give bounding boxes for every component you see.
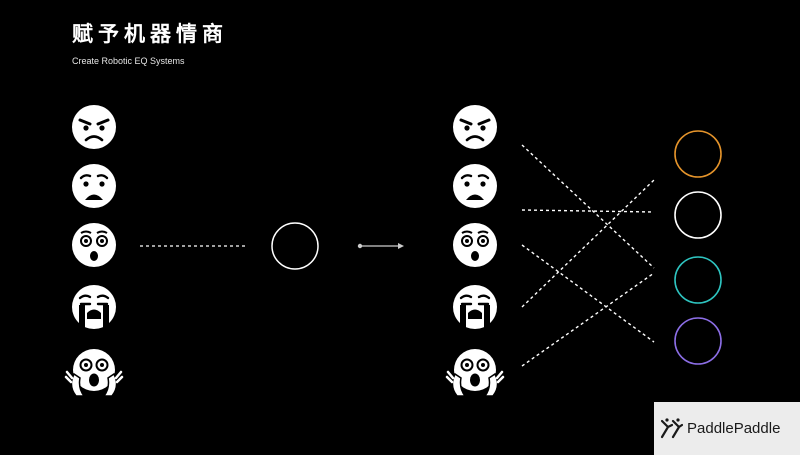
- central-node-circle: [271, 222, 319, 270]
- mapping-line: [521, 272, 655, 367]
- output-circle-orange: [674, 130, 722, 178]
- surprised-face-icon: [71, 222, 117, 268]
- screaming-face-icon-output: [445, 347, 505, 398]
- paddlepaddle-logo-icon: [660, 417, 683, 438]
- mapping-lines: [521, 144, 655, 367]
- screaming-face-icon: [64, 347, 124, 398]
- page-subtitle: Create Robotic EQ Systems: [72, 56, 185, 66]
- angry-face-icon-output: [451, 103, 499, 151]
- mapping-line: [521, 179, 655, 308]
- output-circle-purple: [674, 317, 722, 365]
- mapping-line: [521, 244, 655, 343]
- worried-face-icon-output: [451, 162, 499, 210]
- crying-face-icon: [70, 283, 118, 331]
- page-title: 赋予机器情商: [72, 22, 228, 46]
- mapping-line: [521, 144, 655, 269]
- mapping-line: [521, 209, 655, 213]
- worried-face-icon: [70, 162, 118, 210]
- output-circle-white: [674, 191, 722, 239]
- watermark-text: PaddlePaddle: [687, 420, 781, 437]
- crying-face-icon-output: [451, 283, 499, 331]
- output-circle-teal: [674, 256, 722, 304]
- angry-face-icon: [70, 103, 118, 151]
- surprised-face-icon-output: [452, 222, 498, 268]
- paddlepaddle-watermark: PaddlePaddle: [654, 402, 800, 455]
- right-arrow-icon: [357, 243, 404, 249]
